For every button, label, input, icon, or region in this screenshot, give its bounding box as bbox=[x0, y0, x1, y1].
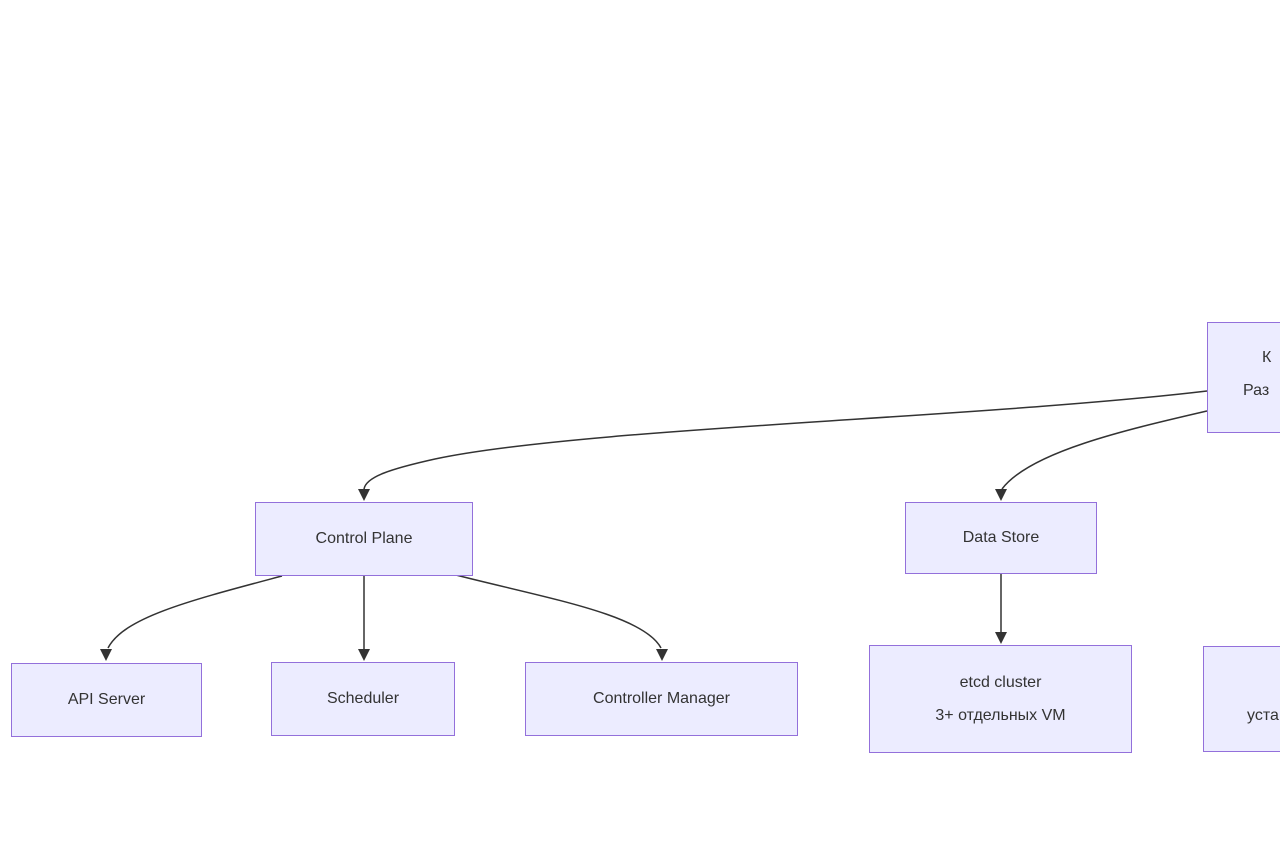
node-etcd-line2: 3+ отдельных VM bbox=[935, 707, 1066, 724]
node-control-plane: Control Plane bbox=[255, 502, 473, 576]
node-controller-manager: Controller Manager bbox=[525, 662, 798, 736]
arrowhead-data-store bbox=[995, 489, 1007, 501]
node-scheduler: Scheduler bbox=[271, 662, 455, 736]
node-root: К Раз bbox=[1207, 322, 1280, 433]
node-scheduler-label: Scheduler bbox=[326, 690, 400, 707]
node-controller-manager-label: Controller Manager bbox=[593, 690, 730, 707]
arrowhead-etcd bbox=[995, 632, 1007, 644]
node-etcd-line1: etcd cluster bbox=[959, 674, 1042, 691]
edge-root-control-plane bbox=[363, 390, 1208, 490]
node-root-line1: К bbox=[1262, 349, 1272, 366]
arrowhead-controller-manager bbox=[656, 649, 668, 661]
node-api-server: API Server bbox=[11, 663, 202, 737]
node-control-plane-label: Control Plane bbox=[315, 530, 413, 547]
edge-root-data-store bbox=[1001, 410, 1208, 490]
node-root-line2: Раз bbox=[1243, 382, 1270, 399]
edge-control-plane-controller-manager bbox=[451, 573, 662, 649]
node-bottom-right-line2: уста bbox=[1247, 707, 1279, 724]
node-api-server-label: API Server bbox=[67, 691, 146, 708]
node-bottom-right-line1 bbox=[1204, 666, 1280, 699]
node-data-store: Data Store bbox=[905, 502, 1097, 574]
arrowhead-scheduler bbox=[358, 649, 370, 661]
arrowhead-control-plane bbox=[358, 489, 370, 501]
node-bottom-right: уста bbox=[1203, 646, 1280, 752]
edge-control-plane-api-server bbox=[107, 575, 283, 649]
node-etcd: etcd cluster 3+ отдельных VM bbox=[869, 645, 1132, 753]
node-data-store-label: Data Store bbox=[962, 529, 1040, 546]
arrowhead-api-server bbox=[100, 649, 112, 661]
